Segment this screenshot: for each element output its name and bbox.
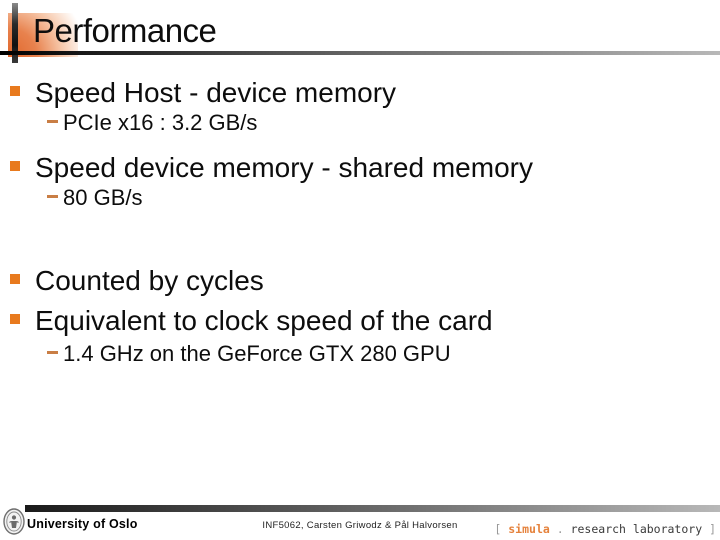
- sub-bullet-item: 80 GB/s: [47, 185, 142, 211]
- bullet-text: Counted by cycles: [35, 265, 264, 296]
- university-of-oslo-seal-icon: [3, 508, 25, 535]
- dash-bullet-icon: [47, 120, 58, 123]
- simula-bracket-close: ]: [702, 522, 716, 536]
- square-bullet-icon: [10, 86, 20, 96]
- title-underline-rule: [0, 51, 720, 55]
- sub-bullet-text: 80 GB/s: [63, 185, 143, 210]
- sub-bullet-item: 1.4 GHz on the GeForce GTX 280 GPU: [47, 341, 451, 367]
- footer-university-label: University of Oslo: [27, 517, 138, 531]
- sub-bullet-text: 1.4 GHz on the GeForce GTX 280 GPU: [63, 341, 451, 366]
- simula-rest: research laboratory: [570, 522, 703, 536]
- bullet-item: Speed device memory - shared memory: [10, 153, 533, 183]
- simula-bracket-open: [: [494, 522, 509, 536]
- bullet-text: Speed device memory - shared memory: [35, 152, 533, 183]
- square-bullet-icon: [10, 274, 20, 284]
- simula-dot: .: [549, 522, 571, 536]
- page-title: Performance: [33, 12, 217, 49]
- bullet-text: Speed Host - device memory: [35, 77, 397, 108]
- bullet-text: Equivalent to clock speed of the card: [35, 305, 493, 336]
- title-vertical-bar: [12, 3, 18, 63]
- simula-name: simula: [508, 522, 550, 536]
- simula-research-laboratory-logo: [ simula . research laboratory ]: [494, 522, 716, 536]
- dash-bullet-icon: [47, 351, 58, 354]
- sub-bullet-item: PCIe x16 : 3.2 GB/s: [47, 110, 257, 136]
- dash-bullet-icon: [47, 195, 58, 198]
- bullet-item: Speed Host - device memory: [10, 78, 396, 108]
- bullet-item: Equivalent to clock speed of the card: [10, 306, 493, 336]
- sub-bullet-text: PCIe x16 : 3.2 GB/s: [63, 110, 258, 135]
- bullet-item: Counted by cycles: [10, 266, 264, 296]
- footer-course-credits: INF5062, Carsten Griwodz & Pål Halvorsen: [262, 520, 458, 531]
- square-bullet-icon: [10, 161, 20, 171]
- title-accent-square: [8, 13, 78, 57]
- footer-rule: [25, 505, 720, 512]
- square-bullet-icon: [10, 314, 20, 324]
